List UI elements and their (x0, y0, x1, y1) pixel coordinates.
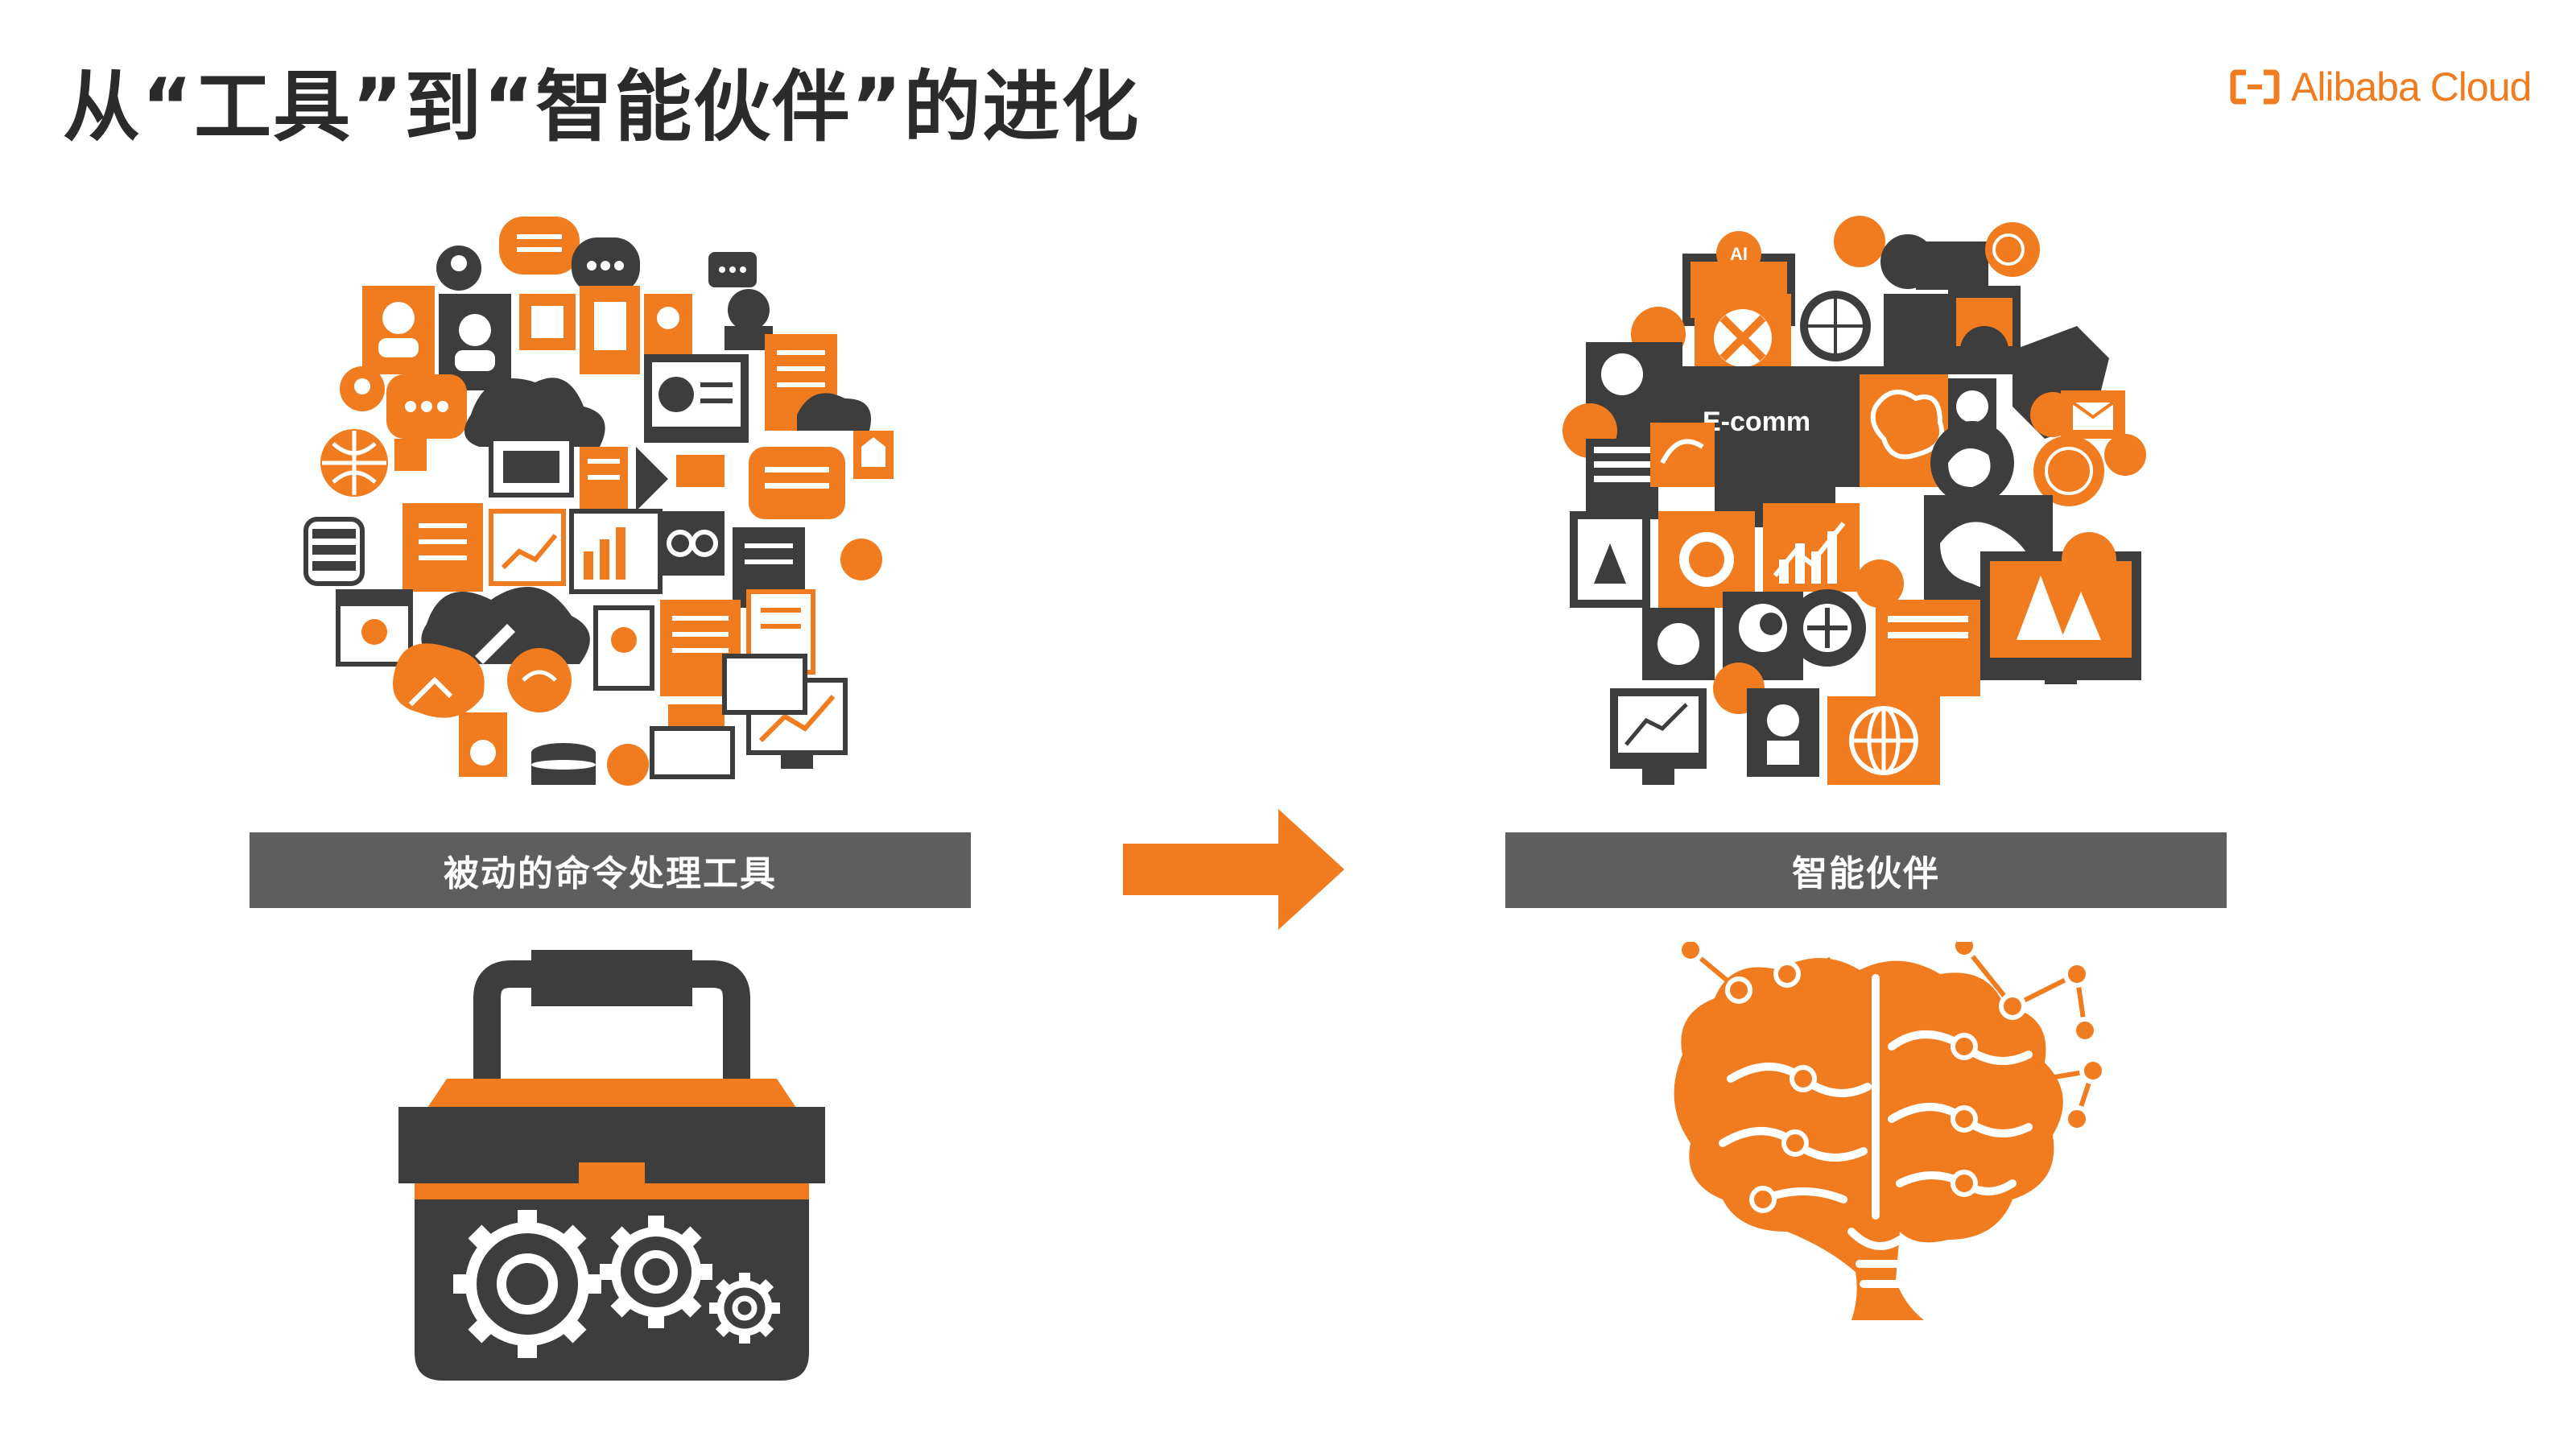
left-label-bar: 被动的命令处理工具 (250, 832, 971, 908)
ai-badge-text: AI (1730, 244, 1748, 264)
brand-logo: Alibaba Cloud (2230, 63, 2532, 111)
ecomm-text: E-comm (1703, 407, 1810, 437)
toolbox-icon (398, 950, 825, 1381)
arrow-right-icon (1123, 809, 1344, 930)
slide-title: 从“工具”到“智能伙伴”的进化 (63, 62, 1141, 152)
gear-icon (453, 1210, 601, 1358)
right-label-bar: 智能伙伴 (1505, 832, 2227, 908)
brain-circuit-icon (1674, 942, 2107, 1320)
brand-name: Alibaba Cloud (2291, 64, 2532, 109)
alibaba-cloud-logo-icon (2230, 69, 2280, 105)
ai-cluster-icon: AI E-comm (1563, 216, 2146, 785)
tool-cluster-icon (303, 217, 894, 786)
